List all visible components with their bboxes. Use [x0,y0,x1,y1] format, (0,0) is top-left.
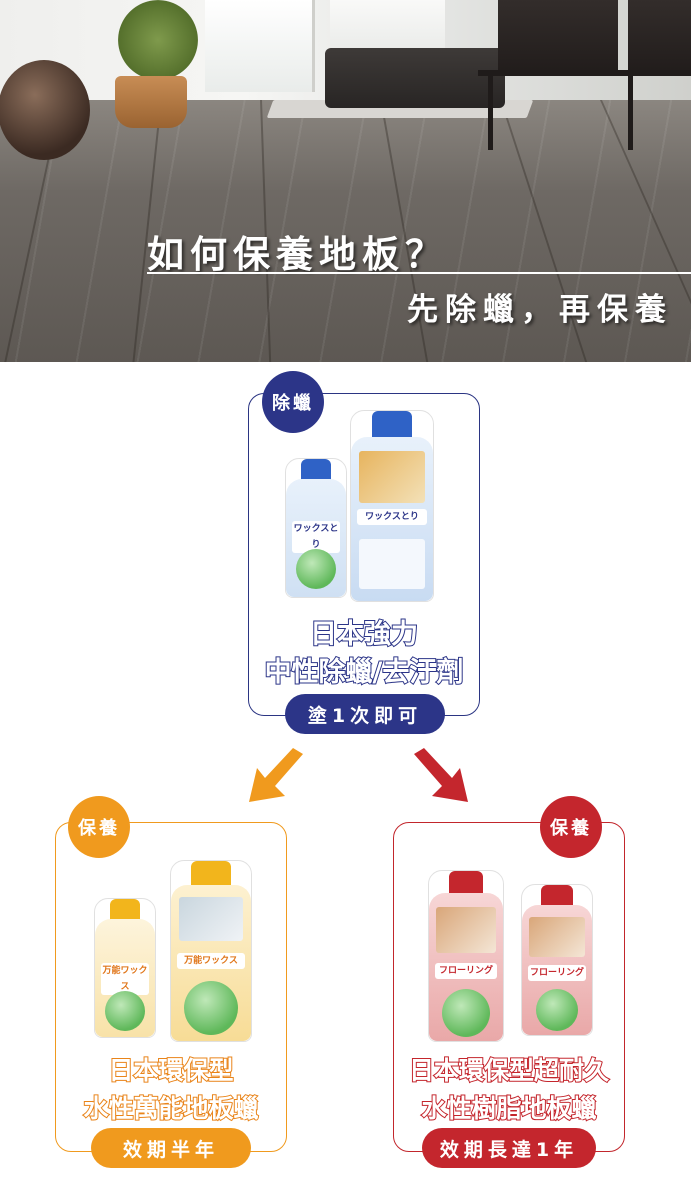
bottle-resin-wax-large: フローリング [428,870,504,1042]
badge-water-wax: 保養 [68,796,130,858]
hero-divider [147,272,691,274]
hero-decor-sphere [0,60,90,160]
arrow-down-right-icon [414,748,468,802]
product-name-line2: 水性萬能地板蠟 [82,1093,259,1124]
bottle-remover-small: ワックスとり [285,458,347,598]
badge-resin-wax: 保養 [540,796,602,858]
hero-dining-table [478,0,691,150]
usage-note-resin-wax: 效期長達1年 [422,1128,596,1168]
bottle-label: 万能ワックス [177,953,245,969]
bottle-label: ワックスとり [357,509,427,525]
hero-plant-pot [115,76,187,128]
product-name-resin-wax: 日本環保型超耐久 水性樹脂地板蠟 [393,1052,625,1128]
product-name-line1: 日本環保型超耐久 [408,1055,610,1086]
usage-note-water-wax: 效期半年 [91,1128,251,1168]
bottle-label: フローリング [528,965,586,981]
product-name-line1: 日本強力 [309,618,419,651]
product-name-line1: 日本環保型 [107,1055,234,1086]
bottle-remover-large: ワックスとり [350,410,434,602]
product-name-line2: 水性樹脂地板蠟 [420,1093,597,1124]
arrow-down-left-icon [249,748,303,802]
bottle-water-wax-large: 万能ワックス [170,860,252,1042]
product-name-water-wax: 日本環保型 水性萬能地板蠟 [55,1052,287,1128]
badge-remover: 除蠟 [262,371,324,433]
product-name-line2: 中性除蠟/去汙劑 [264,656,465,689]
bottle-resin-wax-small: フローリング [521,884,593,1036]
bottle-label: フローリング [435,963,497,979]
bottle-label: 万能ワックス [101,963,149,995]
hero-sofa [325,48,505,108]
usage-note-remover: 塗1次即可 [285,694,445,734]
hero-subline: 先除蠟，再保養 [407,292,673,328]
hero-plant [118,0,198,80]
product-name-remover: 日本強力 中性除蠟/去汙劑 [248,616,480,692]
hero-window [205,0,315,92]
bottle-water-wax-small: 万能ワックス [94,898,156,1038]
hero-headline: 如何保養地板？ [147,233,448,276]
hero-banner: 如何保養地板？ 先除蠟，再保養 [0,0,691,362]
bottle-label: ワックスとり [292,521,340,553]
